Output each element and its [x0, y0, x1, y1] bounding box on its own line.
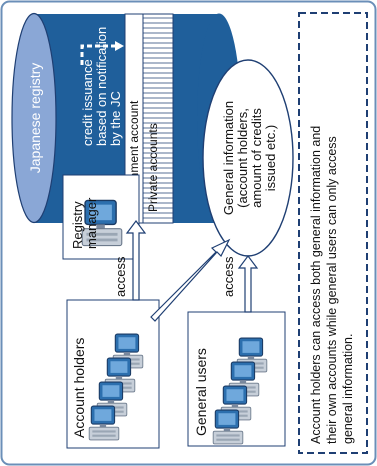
issuance-note-line-2: based on notification — [94, 27, 109, 146]
private-accounts-label: Private accounts — [146, 123, 160, 212]
note-box — [298, 12, 368, 454]
registry-manager-box — [62, 174, 140, 260]
account-holders-access-arrow — [125, 220, 147, 301]
note-text: Account holders can access both general … — [309, 126, 355, 444]
general-information-line-3: amount of credits — [249, 108, 264, 208]
account-holders-access-label: access — [113, 256, 128, 297]
access-arrows — [125, 220, 259, 322]
general-information-line-4: issued etc.) — [263, 125, 278, 191]
issuance-note-line-3: by the JC — [108, 91, 123, 146]
issuance-note: credit issuance based on notification by… — [80, 27, 123, 146]
general-users-access-label: access — [221, 256, 236, 297]
general-information-text: General information (account holders, am… — [221, 101, 278, 215]
issuance-arrowhead — [115, 41, 124, 51]
account-holders-info-arrow — [150, 238, 231, 322]
general-information-line-1: General information — [221, 101, 236, 215]
private-account-rows — [143, 17, 173, 219]
account-holders-label: Account holders — [71, 338, 87, 438]
note-line-2: their own accounts while general users c… — [325, 136, 339, 444]
issuance-note-line-1: credit issuance — [80, 59, 95, 146]
general-information-line-2: (account holders, — [235, 108, 250, 208]
note-line-3: general information. — [341, 334, 355, 444]
issuance-dashed-arrow — [80, 44, 115, 65]
general-users-access-arrow — [237, 255, 259, 313]
account-holder-computer-icon — [88, 405, 120, 441]
general-users-box — [187, 311, 286, 447]
registry-manager-label-2: manager — [84, 197, 99, 249]
general-user-computer-icon — [212, 409, 244, 445]
registry-title: Japanese registry — [27, 63, 43, 174]
cylinder-left-face — [11, 12, 57, 224]
account-holders-box — [66, 299, 160, 449]
registry-manager-label-1: Registry — [70, 201, 85, 249]
general-users-label: General users — [193, 348, 209, 436]
note-line-1: Account holders can access both general … — [309, 126, 323, 444]
